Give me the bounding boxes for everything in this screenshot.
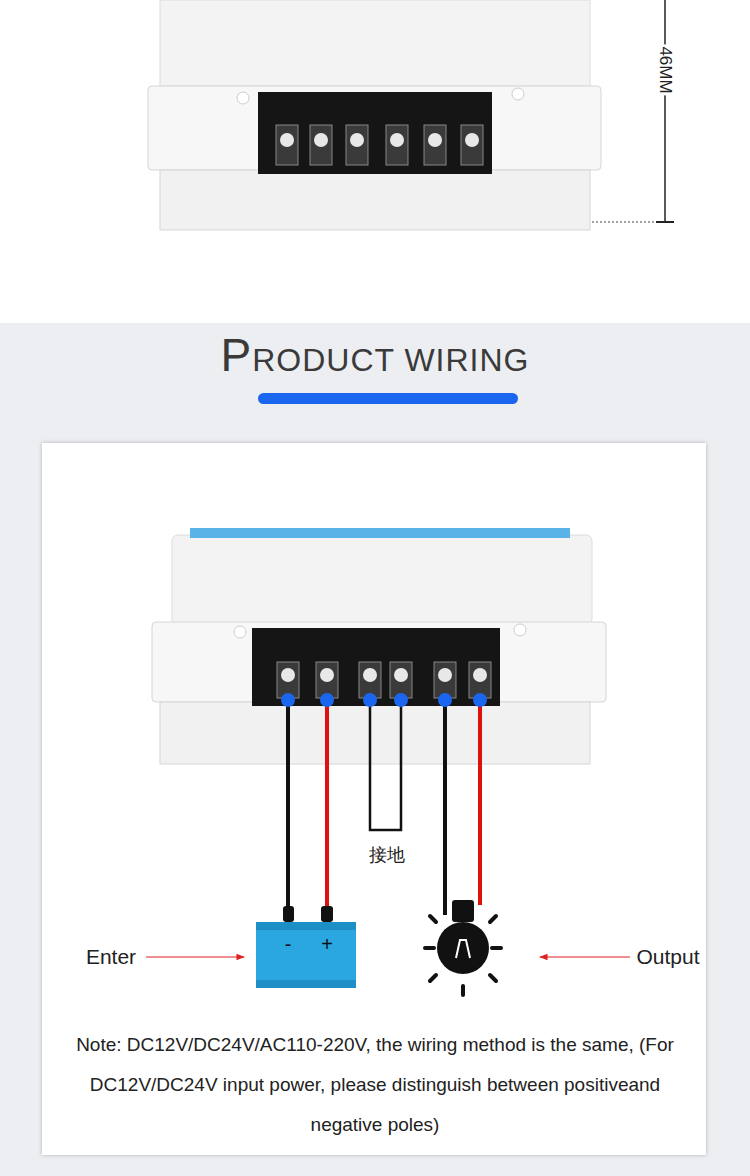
drawing-part (540, 956, 630, 957)
drawing-part (664, 0, 666, 222)
drawing-part (280, 133, 294, 147)
drawing-part (430, 916, 436, 922)
drawing-part (346, 125, 368, 165)
drawing-part (283, 906, 294, 922)
drawing-part (390, 133, 404, 147)
drawing-part (325, 700, 329, 912)
drawing-part (280, 133, 479, 147)
drawing-part (438, 668, 452, 682)
drawing-part (437, 922, 489, 974)
drawing-part (320, 668, 334, 682)
drawing-part (394, 668, 408, 682)
drawing-part (281, 668, 487, 682)
pole-sign: + (321, 933, 333, 956)
drawing-part (461, 986, 465, 995)
drawing-part (277, 662, 491, 698)
drawing-part (443, 700, 447, 915)
drawing-part (234, 626, 246, 638)
section-title: PRODUCT WIRING (0, 328, 750, 382)
drawing-part (438, 693, 452, 707)
drawing-part (258, 92, 492, 174)
drawing-part (490, 975, 496, 981)
drawing-part (320, 693, 334, 707)
drawing-part (386, 125, 408, 165)
drawing-part (160, 702, 590, 764)
drawing-part (425, 916, 501, 995)
drawing-part (428, 133, 442, 147)
drawing-part (160, 0, 590, 86)
dimension: 46MM (655, 44, 675, 95)
drawing-part (316, 662, 338, 698)
drawing-part (456, 940, 470, 958)
ground-label: 接地 (369, 843, 405, 867)
drawing-part (256, 922, 356, 988)
drawing-part (434, 662, 456, 698)
drawing-part (473, 693, 487, 707)
drawing-part (394, 693, 408, 707)
drawing-part (314, 133, 328, 147)
drawing-part (281, 693, 487, 707)
drawing-part (656, 221, 674, 223)
drawing-part (461, 125, 483, 165)
drawing-part (478, 700, 482, 905)
drawing-part (425, 900, 501, 995)
drawing-part (310, 125, 332, 165)
drawing-part (277, 662, 299, 698)
drawing-part (430, 975, 436, 981)
note-text: Note: DC12V/DC24V/AC110-220V, the wiring… (60, 1025, 690, 1145)
drawing-part (452, 900, 474, 922)
drawing-part (390, 662, 412, 698)
drawing-part (190, 528, 570, 538)
drawing-part (286, 700, 290, 912)
drawing-part (490, 916, 496, 922)
drawing-part (172, 535, 592, 625)
battery-box: -+ (256, 922, 356, 988)
drawing-part (160, 170, 590, 230)
drawing-part (492, 946, 501, 950)
drawing-part (146, 956, 244, 957)
drawing-part (350, 133, 364, 147)
drawing-part (512, 88, 524, 100)
pole-sign: - (285, 933, 292, 956)
drawing-part (276, 125, 298, 165)
drawing-part (424, 125, 446, 165)
drawing-part (359, 662, 381, 698)
drawing-part (321, 906, 333, 922)
drawing-part (469, 662, 491, 698)
drawing-part (256, 922, 356, 930)
drawing-part (258, 393, 518, 404)
drawing-part (281, 668, 295, 682)
drawing-part (252, 628, 500, 706)
drawing-part (370, 700, 401, 830)
drawing-part (473, 668, 487, 682)
input-label: Enter (86, 945, 136, 969)
drawing-part (363, 668, 377, 682)
drawing-part (465, 133, 479, 147)
drawing-part (276, 125, 483, 165)
drawing-part (256, 980, 356, 988)
output-label: Output (636, 945, 699, 969)
drawing-part (281, 693, 295, 707)
drawing-part (592, 222, 656, 223)
drawing-part (514, 624, 526, 636)
drawing-part (237, 92, 249, 104)
drawing-part (363, 693, 377, 707)
drawing-part (425, 946, 434, 950)
